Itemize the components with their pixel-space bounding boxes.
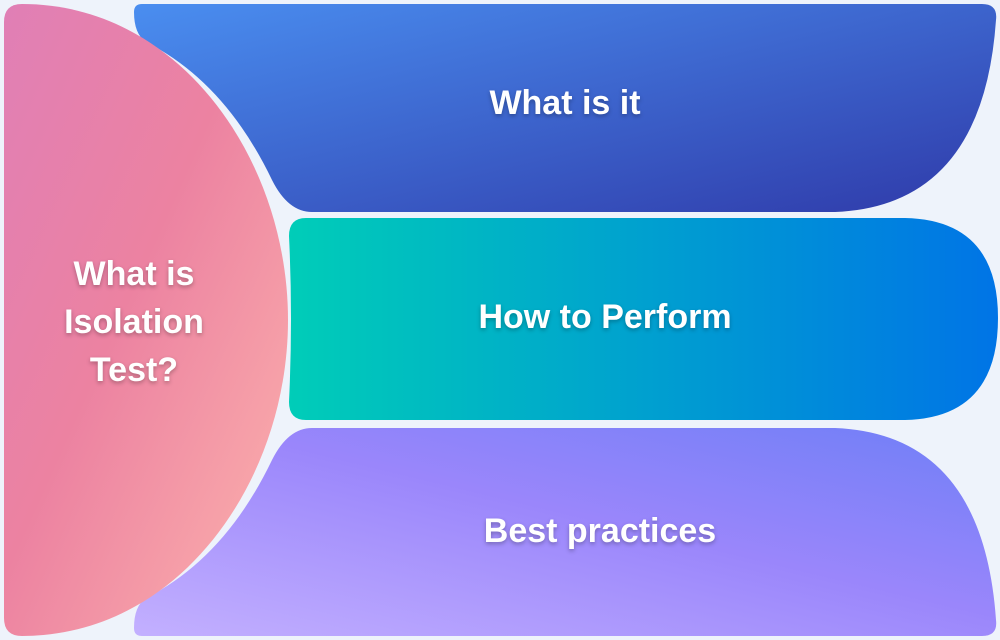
center-title-line-3: Test? (89, 351, 179, 389)
top-section-shape (134, 4, 997, 212)
section-label-best-practices: Best practices (483, 512, 717, 550)
center-title-line-1: What is (73, 255, 195, 293)
center-title: What is Isolation Test? (14, 250, 254, 394)
section-label-how-to-perform: How to Perform (478, 298, 732, 336)
section-label-what-is-it: What is it (489, 84, 641, 122)
middle-section-shape (289, 218, 998, 420)
center-title-line-2: Isolation (64, 303, 204, 341)
center-semicircle-shape (4, 4, 288, 636)
bottom-section-shape (134, 428, 997, 636)
